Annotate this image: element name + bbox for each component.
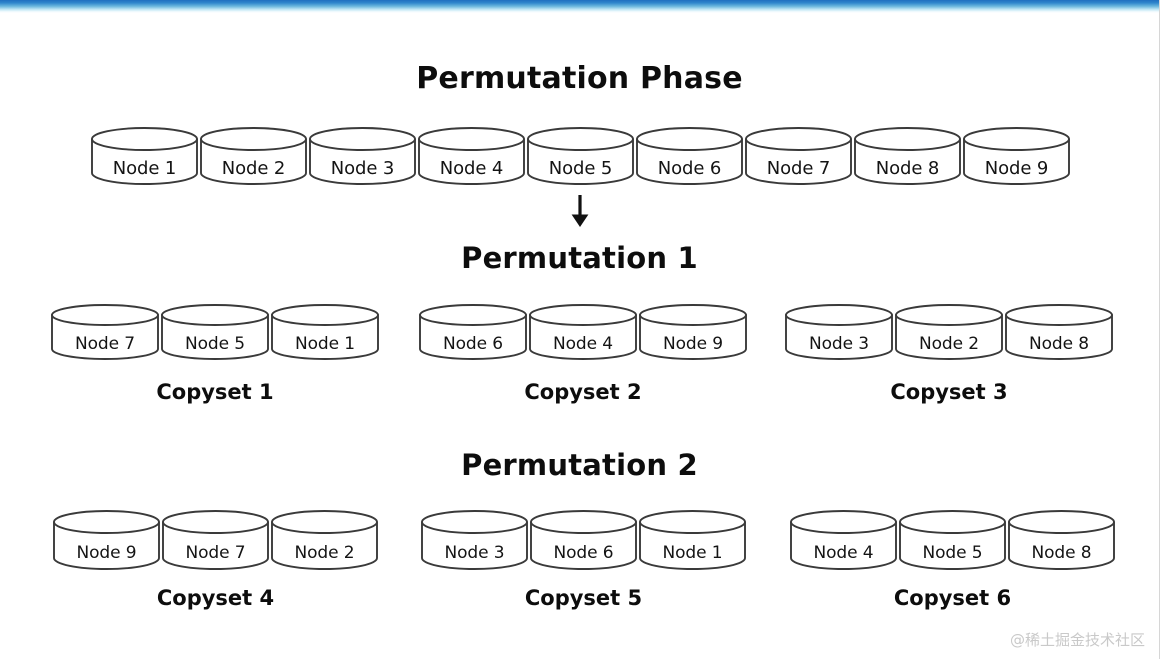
node-label: Node 4 — [813, 543, 874, 564]
arrow-down-icon — [0, 194, 1159, 231]
pool-node-8[interactable]: Node 8 — [853, 126, 962, 186]
node-label: Node 8 — [875, 158, 940, 180]
node-label: Node 7 — [185, 543, 246, 564]
node-label: Node 8 — [1031, 543, 1092, 564]
copyset-label-copyset-1: Copyset 1 — [156, 380, 274, 404]
node-label: Node 7 — [75, 334, 135, 355]
copyset-node-copyset-1-1[interactable]: Node 7 — [50, 303, 160, 361]
node-label: Node 1 — [662, 543, 723, 564]
node-label: Node 3 — [330, 158, 395, 180]
node-label: Node 9 — [984, 158, 1049, 180]
copyset-node-copyset-4-2[interactable]: Node 7 — [161, 509, 270, 571]
node-label: Node 8 — [1029, 334, 1089, 355]
pool-node-4[interactable]: Node 4 — [417, 126, 526, 186]
permutation-1-title: Permutation 1 — [461, 241, 698, 275]
page-title: Permutation Phase — [416, 61, 743, 96]
copyset-node-copyset-3-3[interactable]: Node 8 — [1004, 303, 1114, 361]
pool-node-6[interactable]: Node 6 — [635, 126, 744, 186]
watermark: @稀土掘金技术社区 — [1009, 631, 1145, 649]
node-label: Node 7 — [766, 158, 831, 180]
copyset-node-copyset-4-1[interactable]: Node 9 — [52, 509, 161, 571]
copyset-node-copyset-3-2[interactable]: Node 2 — [894, 303, 1004, 361]
top-accent-bar — [0, 0, 1159, 13]
copyset-node-copyset-2-2[interactable]: Node 4 — [528, 303, 638, 361]
copyset-node-copyset-5-3[interactable]: Node 1 — [638, 509, 747, 571]
copyset-node-copyset-5-2[interactable]: Node 6 — [529, 509, 638, 571]
node-label: Node 9 — [663, 334, 723, 355]
copyset-node-copyset-1-3[interactable]: Node 1 — [270, 303, 380, 361]
permutation-2-title: Permutation 2 — [461, 448, 698, 482]
pool-node-9[interactable]: Node 9 — [962, 126, 1071, 186]
pool-node-2[interactable]: Node 2 — [199, 126, 308, 186]
node-label: Node 4 — [553, 334, 613, 355]
copyset-label-copyset-6: Copyset 6 — [893, 586, 1012, 610]
node-label: Node 5 — [922, 543, 983, 564]
node-label: Node 6 — [443, 334, 503, 355]
node-label: Node 9 — [76, 543, 137, 564]
node-label: Node 3 — [444, 543, 505, 564]
copyset-node-copyset-2-3[interactable]: Node 9 — [638, 303, 748, 361]
node-label: Node 2 — [294, 543, 355, 564]
copyset-node-copyset-1-2[interactable]: Node 5 — [160, 303, 270, 361]
copyset-node-copyset-6-2[interactable]: Node 5 — [898, 509, 1007, 571]
pool-node-7[interactable]: Node 7 — [744, 126, 853, 186]
node-label: Node 6 — [657, 158, 722, 180]
node-label: Node 5 — [548, 158, 613, 180]
node-label: Node 1 — [295, 334, 355, 355]
node-label: Node 6 — [553, 543, 614, 564]
copyset-label-copyset-4: Copyset 4 — [156, 586, 275, 610]
copyset-label-copyset-5: Copyset 5 — [524, 586, 643, 610]
node-label: Node 2 — [221, 158, 286, 180]
node-label: Node 1 — [112, 158, 177, 180]
copyset-label-copyset-2: Copyset 2 — [524, 380, 642, 404]
pool-node-5[interactable]: Node 5 — [526, 126, 635, 186]
node-label: Node 5 — [185, 334, 245, 355]
copyset-node-copyset-5-1[interactable]: Node 3 — [420, 509, 529, 571]
copyset-label-copyset-3: Copyset 3 — [890, 380, 1008, 404]
copyset-node-copyset-4-3[interactable]: Node 2 — [270, 509, 379, 571]
copyset-node-copyset-2-1[interactable]: Node 6 — [418, 303, 528, 361]
pool-node-3[interactable]: Node 3 — [308, 126, 417, 186]
pool-node-1[interactable]: Node 1 — [90, 126, 199, 186]
node-label: Node 2 — [919, 334, 979, 355]
node-label: Node 4 — [439, 158, 504, 180]
copyset-node-copyset-3-1[interactable]: Node 3 — [784, 303, 894, 361]
copyset-node-copyset-6-1[interactable]: Node 4 — [789, 509, 898, 571]
node-label: Node 3 — [809, 334, 869, 355]
copyset-node-copyset-6-3[interactable]: Node 8 — [1007, 509, 1116, 571]
